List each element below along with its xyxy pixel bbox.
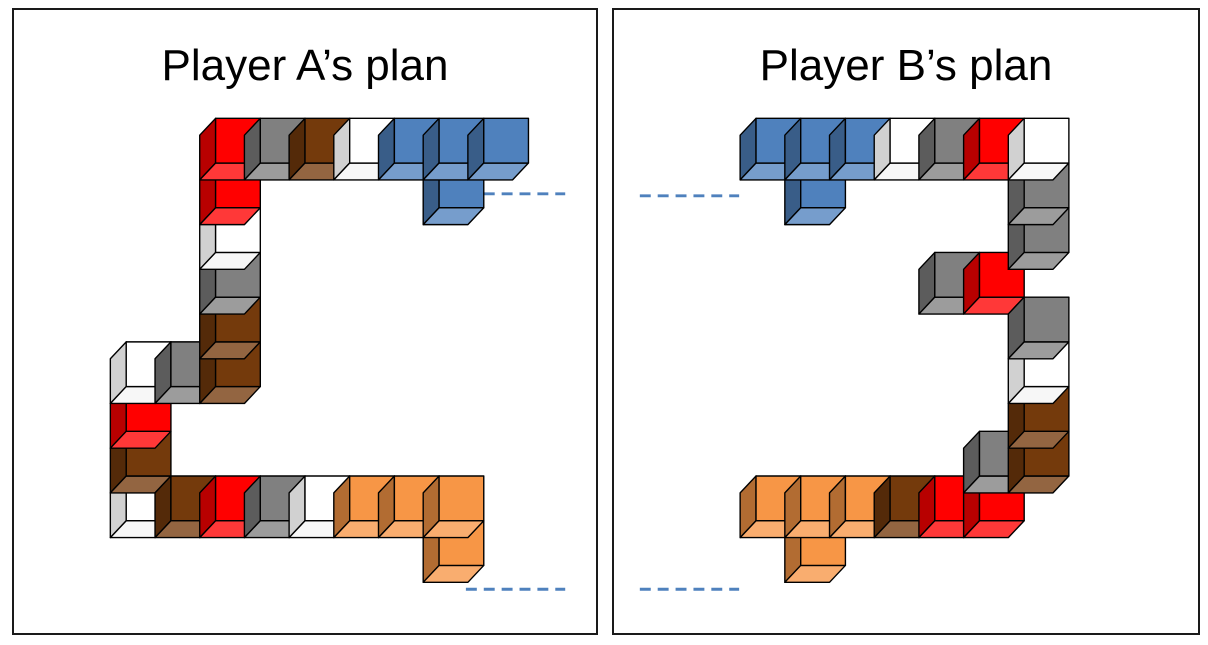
player-a-panel: Player A’s plan bbox=[12, 8, 598, 635]
player-b-title: Player B’s plan bbox=[759, 41, 1053, 90]
player-b-panel: Player B’s plan bbox=[612, 8, 1200, 635]
player-b-block-gray-20 bbox=[1023, 296, 1070, 343]
player-a-block-orange-22 bbox=[438, 475, 485, 522]
player-a-block-blue-25 bbox=[483, 117, 530, 164]
player-b-block-plan bbox=[639, 117, 1070, 591]
player-b-block-white-23 bbox=[1023, 117, 1070, 164]
player-a-block-plan bbox=[109, 117, 566, 591]
player-a-title: Player A’s plan bbox=[161, 41, 449, 90]
